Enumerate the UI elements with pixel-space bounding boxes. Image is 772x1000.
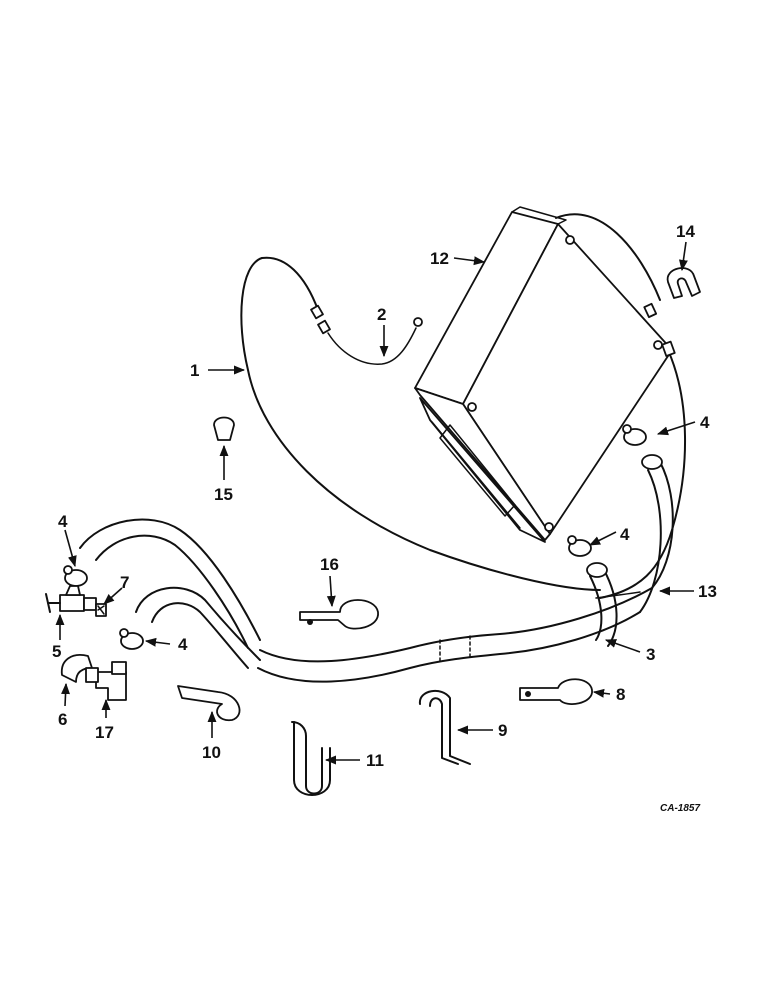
strap-9 — [418, 689, 471, 765]
callout-4-low: 4 — [178, 635, 188, 654]
callout-6: 6 — [58, 710, 67, 729]
tee-17 — [85, 661, 127, 701]
callout-1: 1 — [190, 361, 199, 380]
callout-2: 2 — [377, 305, 386, 324]
callout-15: 15 — [214, 485, 233, 504]
callout-12: 12 — [430, 249, 449, 268]
callout-17: 17 — [95, 723, 114, 742]
leader-arrows — [55, 241, 696, 765]
nipple-7 — [95, 603, 107, 617]
hose-upper — [79, 518, 261, 649]
callout-4-left: 4 — [58, 512, 68, 531]
hose-right-up — [586, 454, 674, 647]
heater-box — [414, 206, 673, 543]
callout-labels: 1 2 3 4 4 4 4 5 6 7 8 9 10 11 12 13 14 1… — [52, 222, 717, 770]
callout-10: 10 — [202, 743, 221, 762]
callout-13: 13 — [698, 582, 717, 601]
clamp-16 — [299, 599, 379, 630]
callout-7: 7 — [120, 573, 129, 592]
hose-main — [257, 587, 653, 683]
callout-8: 8 — [616, 685, 625, 704]
callout-16: 16 — [320, 555, 339, 574]
clip-15 — [213, 416, 235, 441]
clamp-8 — [519, 678, 593, 705]
figure-code: CA-1857 — [660, 803, 700, 814]
wire-harness — [310, 304, 423, 365]
right-wire — [555, 213, 686, 599]
clamp-10 — [177, 685, 241, 722]
hose-lower — [135, 586, 261, 669]
callout-5: 5 — [52, 642, 61, 661]
hook-11 — [291, 721, 331, 796]
valve-5 — [45, 585, 97, 613]
callout-9: 9 — [498, 721, 507, 740]
callout-4-mid: 4 — [620, 525, 630, 544]
callout-3: 3 — [646, 645, 655, 664]
callout-4-top: 4 — [700, 413, 710, 432]
callout-11: 11 — [366, 751, 384, 770]
clip-14 — [666, 267, 701, 299]
callout-14: 14 — [676, 222, 695, 241]
